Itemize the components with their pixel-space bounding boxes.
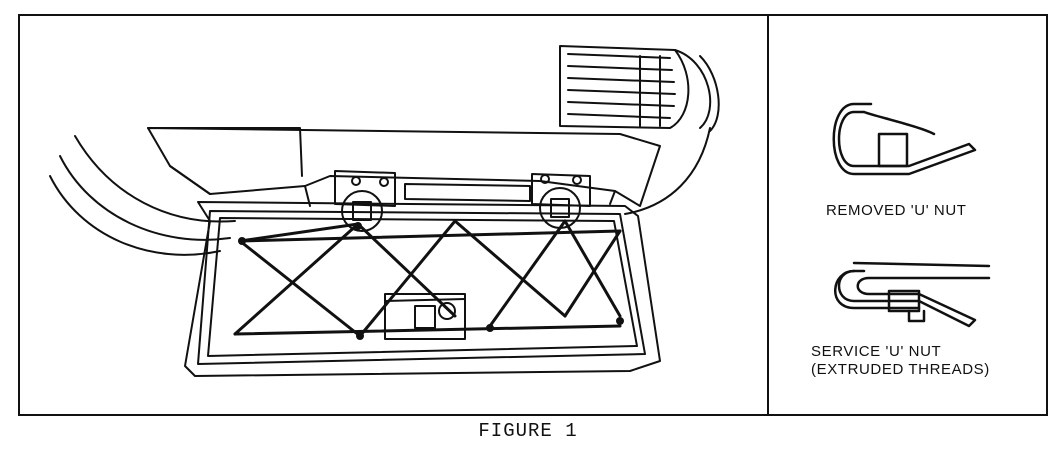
removed-u-nut-icon (832, 102, 977, 176)
glove-box-door-illustration (20, 16, 767, 414)
removed-u-nut-label: REMOVED 'U' NUT (826, 202, 967, 219)
u-nut-clip-left (341, 176, 389, 232)
air-vent (559, 45, 720, 132)
panel-divider (767, 14, 769, 416)
service-u-nut-icon (834, 261, 991, 328)
door-latch (384, 293, 466, 340)
u-nut-clip-right (539, 174, 582, 229)
door-cross-braces (233, 219, 622, 338)
service-u-nut-label: SERVICE 'U' NUT (811, 343, 942, 360)
figure-frame (18, 14, 1048, 416)
door-outline (184, 201, 661, 377)
dashboard-right-curve (624, 127, 711, 215)
figure-caption: FIGURE 1 (478, 420, 578, 442)
fastener-points (238, 222, 624, 340)
extruded-threads-label: (EXTRUDED THREADS) (811, 361, 990, 378)
dashboard-left-curve (49, 135, 236, 256)
u-nut-detail-panel: REMOVED 'U' NUT SERVICE 'U' NUT (EXTRUDE… (769, 16, 1046, 414)
